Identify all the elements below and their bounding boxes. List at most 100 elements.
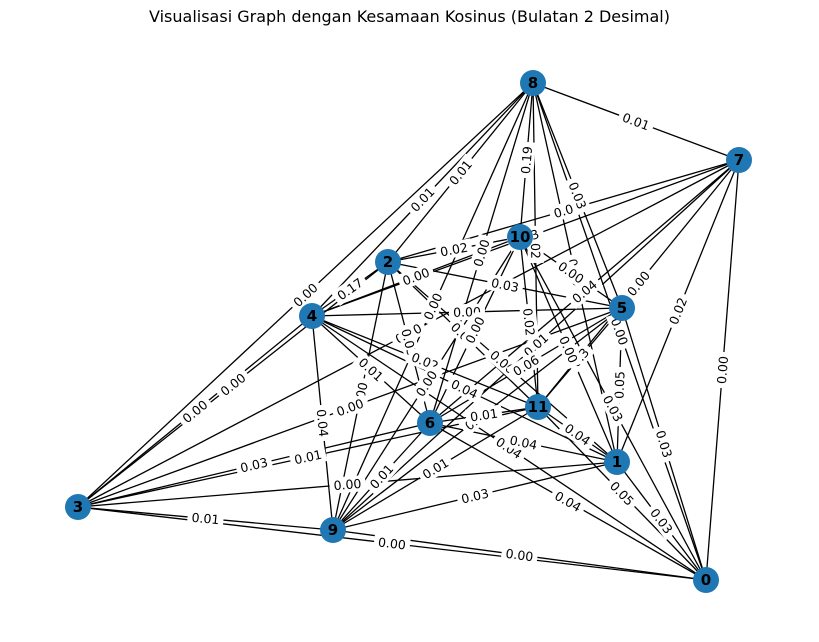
edge-label-7-2: 0.0 [547,199,580,223]
edge-label-background [459,310,491,350]
edge-label-background [547,199,580,223]
edge-label-background [620,264,657,303]
edge-weight: 0.04 [449,376,481,402]
edge-label-2-3: 0.00 [213,367,253,402]
edge-weight: 0.02 [520,307,538,336]
edge-label-background [616,107,656,136]
edge-label-background [396,262,436,291]
edge-label-background [713,351,732,389]
node-circle [320,517,346,543]
node-label: 9 [328,521,338,539]
edge-label-background [558,417,597,452]
edge-label-background [213,367,253,402]
edge-label-background [551,255,591,290]
node-circle [693,567,719,593]
edge-label-background [415,452,456,485]
edge-label-background [565,273,604,310]
edge-label-6-1: 0.04 [504,430,543,455]
edge-label-background [234,453,274,477]
edge-label-background [288,445,328,469]
node-5: 5 [609,295,635,321]
edge-weight: 0.02 [439,240,469,260]
edge-label-4-1: 0.04 [444,374,485,404]
edge-label-background [597,388,629,429]
node-1: 1 [604,449,630,475]
edge-label-background [312,404,333,442]
edge-weight: 0.0 [552,201,575,221]
edge-label-background [328,475,367,494]
edge-weight: 0.00 [714,355,731,384]
edge-label-background [442,153,479,192]
edge-label-background [500,544,539,566]
edge-label-10-11: 0.02 [519,303,539,341]
node-circle [609,295,635,321]
node-10: 10 [507,224,533,250]
edge-weight: 0.00 [420,291,445,323]
edge-label-background [485,273,525,297]
edge-label-3-9: 0.01 [186,508,225,529]
edge-label-6-11: 0.01 [465,404,503,426]
edge-label-3-0: 0.00 [373,533,411,554]
chart-title: Visualisasi Graph dengan Kesamaan Kosinu… [149,7,670,26]
node-circle [525,394,551,420]
edge-label-7-1: 0.02 [663,291,693,331]
edge-label-background [644,501,679,541]
edge-label-background [651,424,677,464]
edge-label-3-11: 0.01 [288,445,328,469]
edge-label-background [489,431,529,465]
node-label: 10 [510,228,531,246]
edge-label-background [352,351,390,388]
edge-label-6-0: 0.04 [548,485,588,518]
edge-label-3-6: 0.03 [234,453,274,477]
edge-label-background [519,303,539,341]
node-circle [375,249,401,275]
edge-label-11-1: 0.04 [558,417,597,452]
node-label: 8 [528,74,538,92]
edge-label-background [468,233,495,273]
edge-label-3-5: 0.00 [330,393,370,422]
edge-label-background [418,286,448,327]
edge-weight: 0.00 [377,534,406,552]
edge-label-3-1: 0.00 [328,475,367,494]
node-3: 3 [65,494,91,520]
edge-label-background [404,180,441,219]
edge-label-layer: 0.010.010.010.000.190.030.020.000.000.00… [175,107,732,566]
node-circle [604,449,630,475]
edge-label-2-10: 0.02 [434,238,474,261]
edge-label-8-6: 0.00 [468,233,495,273]
node-circle [520,70,546,96]
edge-label-background [563,175,592,216]
edge-label-background [434,238,474,261]
edge-weight: 0.03 [460,485,491,506]
edge-label-8-7: 0.01 [616,107,656,136]
node-circle [417,410,443,436]
node-7: 7 [726,147,752,173]
node-label: 4 [307,307,317,325]
edge-label-2-4: 0.17 [330,272,370,306]
edge-label-background [444,374,485,404]
node-8: 8 [520,70,546,96]
node-label: 5 [617,299,627,317]
edge-weight: 0.04 [314,408,332,437]
edge-label-9-1: 0.03 [455,484,495,508]
node-9: 9 [320,517,346,543]
node-11: 11 [525,394,551,420]
edge-label-background [506,349,546,382]
node-0: 0 [693,567,719,593]
edge-label-7-0: 0.00 [713,351,732,389]
edge-weight: 0.03 [490,275,520,295]
edge-label-background [286,276,325,314]
node-label: 6 [425,414,435,432]
edge-label-background [465,404,503,426]
edge-weight: 0.05 [612,371,628,399]
node-circle [65,494,91,520]
edge-label-5-0: 0.03 [651,424,677,464]
edge-label-9-0: 0.00 [500,544,539,566]
node-label: 1 [612,453,622,471]
edge-label-background [330,393,370,422]
edge-weight: 0.00 [333,476,362,493]
edge-label-background [554,329,583,370]
edge-label-2-5: 0.03 [485,273,525,297]
